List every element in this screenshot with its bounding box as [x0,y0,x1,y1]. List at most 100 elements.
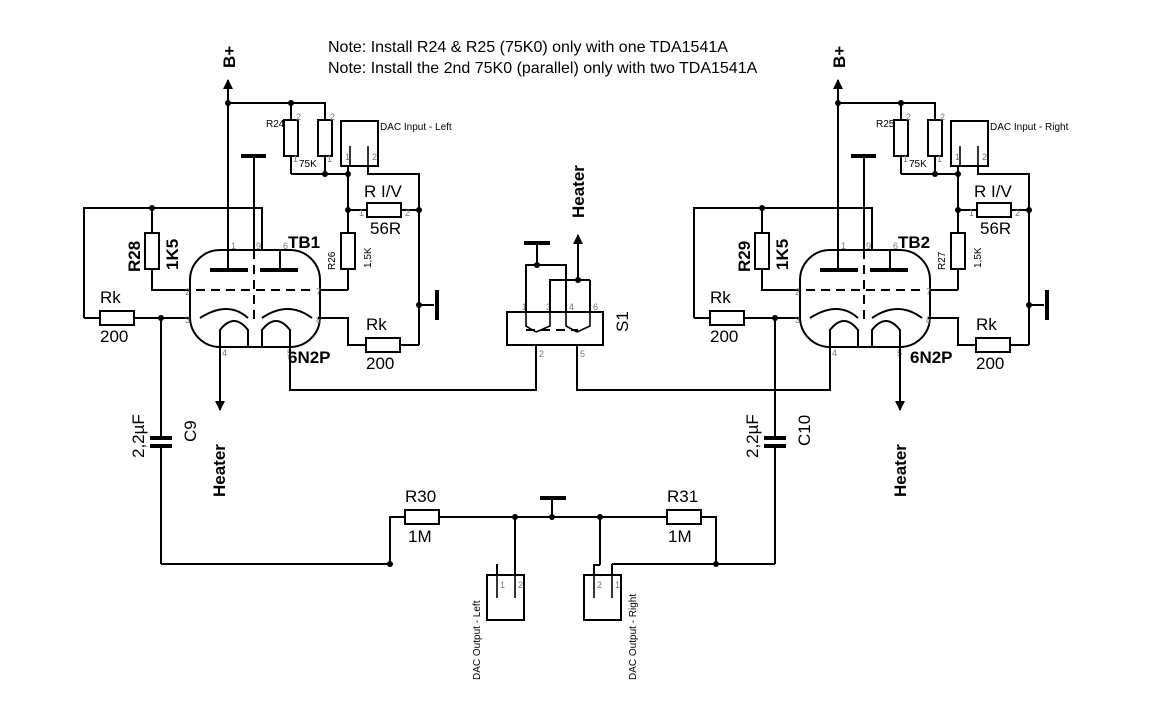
right-heater-label: Heater [891,444,910,497]
svg-text:1: 1 [969,208,974,218]
svg-text:2: 2 [296,112,301,122]
svg-text:2: 2 [906,112,911,122]
svg-text:1: 1 [231,241,236,251]
right-rk2-ref: Rk [976,315,997,334]
svg-text:2: 2 [405,208,410,218]
left-c9-ref: C9 [181,420,200,442]
left-r26-resistor: R26 1,5K [327,210,374,290]
left-dac-input-label: DAC Input - Left [380,122,452,133]
svg-text:2: 2 [372,152,377,162]
right-riv-resistor: R I/V 56R 1 2 [955,182,1032,238]
right-r27-resistor: R27 1,5K [937,210,984,290]
center-section: S1 1 3 4 6 2 5 Heater [506,165,831,520]
center-heater-label: Heater [569,165,588,218]
right-c10-capacitor: 2,2µF C10 [743,318,814,564]
svg-text:6: 6 [283,241,288,251]
left-tube-tb1: TB1 6N2P 1 9 6 2 7 3 8 4 5 [185,154,331,367]
svg-text:8: 8 [316,315,321,325]
right-r29-ref: R29 [735,241,754,272]
svg-text:1: 1 [359,208,364,218]
right-c10-ref: C10 [795,415,814,446]
left-r24-value: 75K [299,159,317,170]
note-line-2: Note: Install the 2nd 75K0 (parallel) on… [328,60,758,77]
svg-text:2: 2 [330,112,335,122]
right-riv-ref: R I/V [974,182,1012,201]
svg-text:2: 2 [185,287,190,297]
svg-text:2: 2 [597,580,602,590]
svg-text:3: 3 [185,315,190,325]
right-rk1-resistor: Rk 200 [694,288,810,346]
left-rk2-ref: Rk [366,315,387,334]
left-r30-ref: R30 [405,487,436,506]
right-bplus-label: B+ [830,46,849,68]
svg-text:1: 1 [937,154,942,164]
left-tube-type: 6N2P [288,348,331,367]
svg-text:2: 2 [982,152,987,162]
left-r30-resistor: R30 1M [387,487,515,567]
svg-text:2: 2 [940,112,945,122]
left-r24-resistors: R24 75K 2 2 1 1 [266,112,335,174]
left-r28-ref: R28 [125,241,144,272]
right-r31-resistor: R31 1M [597,487,719,567]
switch-s1: S1 1 3 4 6 2 5 [506,302,632,359]
right-tube-tb2: TB2 6N2P 1 9 6 2 7 3 8 4 5 [795,154,953,367]
left-heater-label: Heater [210,444,229,497]
left-riv-value: 56R [370,219,401,238]
svg-text:4: 4 [222,348,227,358]
switch-ref: S1 [613,311,632,332]
note-line-1: Note: Install R24 & R25 (75K0) only with… [328,39,728,56]
left-dac-output: 1 2 DAC Output - Left [472,574,525,680]
svg-text:8: 8 [926,315,931,325]
svg-text:1: 1 [293,154,298,164]
svg-text:7: 7 [316,287,321,297]
right-tube-ref: TB2 [898,233,930,252]
svg-text:7: 7 [926,287,931,297]
left-c9-value: 2,2µF [129,414,148,458]
left-rk1-resistor: Rk 200 [84,288,200,346]
left-rk1-ref: Rk [100,288,121,307]
right-riv-value: 56R [980,219,1011,238]
right-channel: B+ R25 75K 2 2 1 1 1 2 [583,46,1069,680]
left-r28-value: 1K5 [163,239,182,270]
svg-text:9: 9 [866,241,871,251]
left-bplus-supply: B+ [220,46,239,268]
svg-text:1: 1 [345,152,350,162]
right-rk1-ref: Rk [710,288,731,307]
svg-text:2: 2 [539,349,544,359]
svg-text:9: 9 [256,241,261,251]
left-channel: B+ R24 75K 2 2 1 1 1 [83,46,537,680]
svg-text:1: 1 [841,241,846,251]
left-riv-resistor: R I/V 56R 1 2 [345,182,422,238]
right-r25-value: 75K [909,159,927,170]
svg-text:6: 6 [893,241,898,251]
svg-text:1: 1 [500,580,505,590]
right-r31-ref: R31 [667,487,698,506]
right-r31-value: 1M [668,527,692,546]
left-r26-value: 1,5K [363,247,374,268]
right-rk1-value: 200 [710,327,738,346]
left-riv-ref: R I/V [364,182,402,201]
svg-text:1: 1 [522,302,527,312]
right-r27-value: 1,5K [973,247,984,268]
left-r26-ref: R26 [327,251,338,270]
svg-text:3: 3 [795,315,800,325]
right-tube-type: 6N2P [910,348,953,367]
svg-text:4: 4 [569,302,574,312]
right-r27-ref: R27 [937,251,948,270]
right-r29-value: 1K5 [773,239,792,270]
left-c9-capacitor: 2,2µF C9 [129,318,200,564]
right-dac-output-label: DAC Output - Right [628,594,639,680]
left-dac-output-label: DAC Output - Left [472,600,483,680]
svg-text:2: 2 [1015,208,1020,218]
svg-text:1: 1 [903,154,908,164]
svg-text:2: 2 [518,580,523,590]
svg-text:1: 1 [615,580,620,590]
right-r25-resistors: R25 75K 2 2 1 1 [876,112,945,174]
svg-text:6: 6 [593,302,598,312]
left-tube-ref: TB1 [288,233,320,252]
right-c10-value: 2,2µF [743,414,762,458]
left-rk1-value: 200 [100,327,128,346]
svg-text:5: 5 [580,349,585,359]
svg-text:1: 1 [955,152,960,162]
